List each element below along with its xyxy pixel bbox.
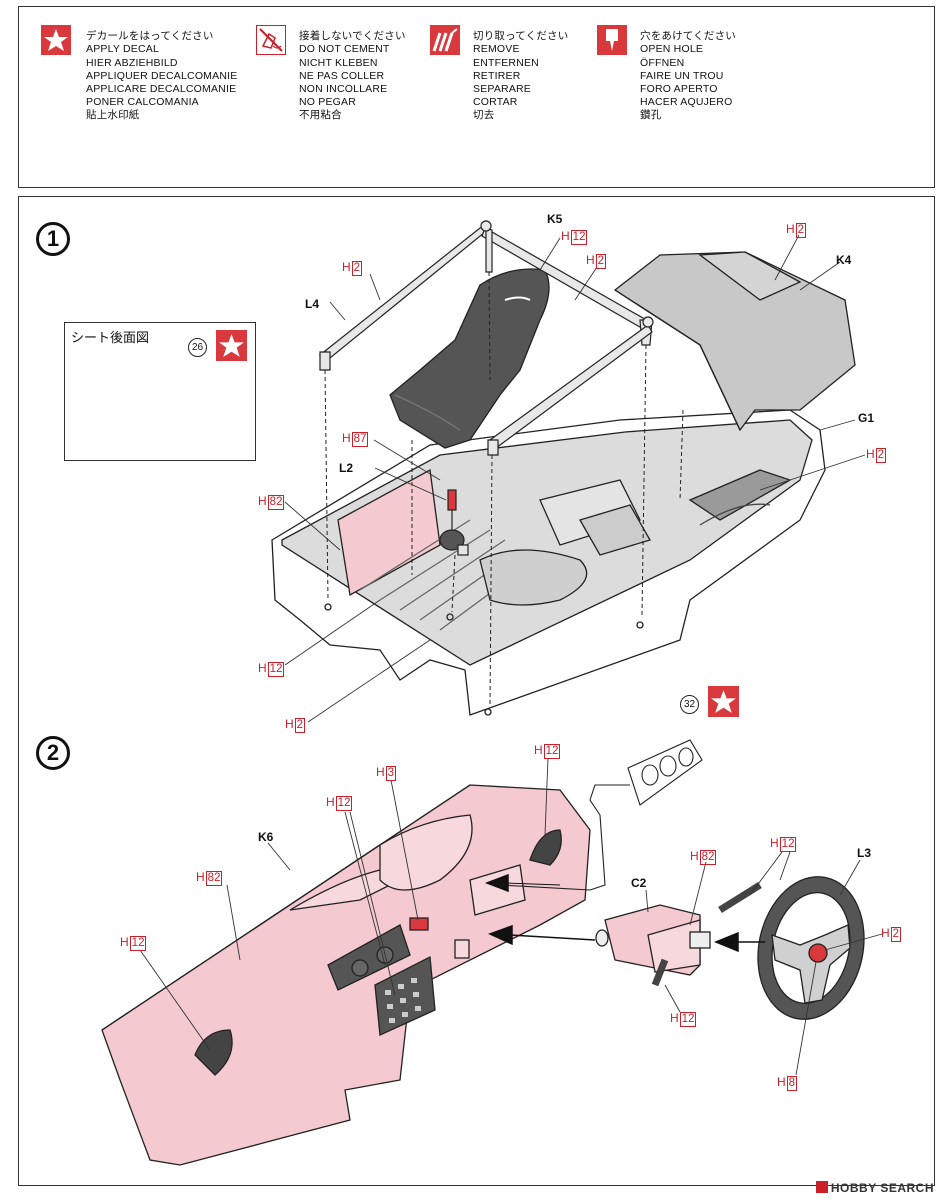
step-number-2: 2 — [36, 736, 70, 770]
assembly-panel — [18, 196, 935, 1186]
floor-pan-g1 — [271, 409, 826, 716]
part-label-c2: C2 — [631, 876, 647, 890]
star-icon — [216, 330, 247, 361]
cut-off-icon — [430, 25, 460, 55]
part-label-g1: G1 — [858, 411, 875, 425]
roll-cage-l4 — [318, 220, 654, 456]
hobby-search-logo-icon — [815, 1181, 828, 1193]
dashboard-k6 — [101, 784, 591, 1166]
part-label-k6: K6 — [258, 830, 274, 844]
star-icon — [708, 686, 739, 717]
part-label-k5: K5 — [547, 212, 563, 226]
no-cement-icon — [256, 25, 286, 55]
part-label-l2: L2 — [339, 461, 354, 475]
watermark: HOBBY SEARCH — [815, 1181, 934, 1195]
rear-panel-k4 — [613, 251, 856, 432]
inset-title: シート後面図 — [71, 330, 150, 345]
gear-shift-l2 — [439, 489, 469, 556]
steering-wheel-l3 — [757, 876, 865, 1020]
seat-k5 — [389, 268, 550, 449]
star-icon — [41, 25, 71, 55]
open-hole-icon — [597, 25, 627, 55]
part-label-l4: L4 — [305, 297, 320, 311]
meter-panel-decal — [499, 739, 703, 891]
part-label-l3: L3 — [857, 846, 872, 860]
part-label-k4: K4 — [836, 253, 852, 267]
decal-number-32: 32 — [680, 695, 699, 714]
step-number-1: 1 — [36, 222, 70, 256]
decal-number-26: 26 — [188, 338, 207, 357]
steering-column-c2 — [595, 882, 762, 987]
